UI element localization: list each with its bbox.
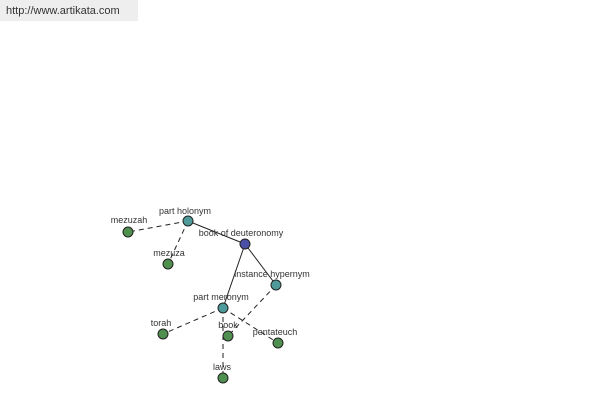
node-pentateuch[interactable]	[272, 337, 284, 349]
node-part-meronym[interactable]	[217, 302, 229, 314]
edge-part-holonym-to-mezuzah	[127, 220, 189, 233]
node-book-of-deuteronomy[interactable]	[239, 238, 251, 250]
node-label-torah: torah	[151, 318, 172, 328]
edge-instance-hypernym-to-book	[227, 284, 277, 337]
node-part-holonym[interactable]	[182, 215, 194, 227]
node-label-part-meronym: part meronym	[193, 292, 249, 302]
node-book[interactable]	[222, 330, 234, 342]
edge-part-meronym-to-pentateuch	[222, 307, 279, 344]
source-url-link[interactable]: http://www.artikata.com	[0, 0, 138, 21]
node-laws[interactable]	[217, 372, 229, 384]
node-label-instance-hypernym: instance hypernym	[234, 269, 310, 279]
node-label-mezuzah: mezuzah	[111, 215, 148, 225]
node-mezuza[interactable]	[162, 258, 174, 270]
node-label-pentateuch: pentateuch	[253, 327, 298, 337]
node-label-part-holonym: part holonym	[159, 206, 211, 216]
edges-layer	[127, 220, 279, 378]
nodes-layer	[122, 215, 284, 384]
edge-book-of-deuteronomy-to-part-holonym	[187, 220, 246, 245]
node-label-mezuza: mezuza	[153, 248, 185, 258]
node-instance-hypernym[interactable]	[270, 279, 282, 291]
node-torah[interactable]	[157, 328, 169, 340]
edge-book-of-deuteronomy-to-part-meronym	[222, 243, 246, 309]
node-label-book: book	[218, 320, 238, 330]
edge-part-meronym-to-torah	[162, 307, 224, 335]
node-label-laws: laws	[213, 362, 232, 372]
node-label-book-of-deuteronomy: book of deuteronomy	[199, 228, 284, 238]
edge-part-holonym-to-mezuza	[167, 220, 189, 265]
node-mezuzah[interactable]	[122, 226, 134, 238]
edge-book-of-deuteronomy-to-instance-hypernym	[244, 243, 277, 286]
labels-layer: book of deuteronomy part holonym instance …	[111, 206, 310, 372]
